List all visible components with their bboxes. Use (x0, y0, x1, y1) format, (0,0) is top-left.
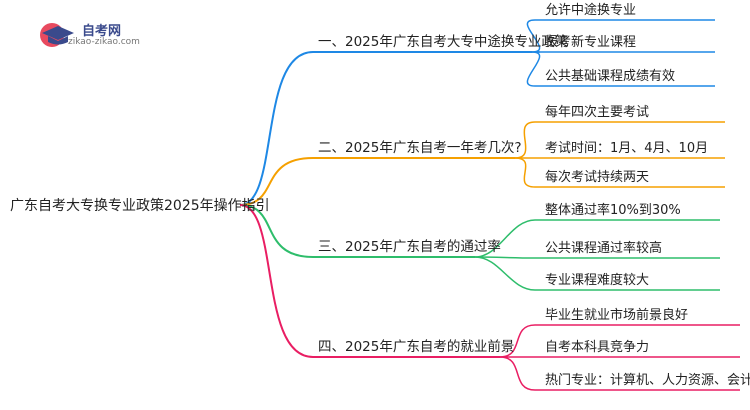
leaf-node: 每次考试持续两天 (545, 169, 649, 185)
leaf-connector (499, 324, 536, 358)
branch-node: 二、2025年广东自考一年考几次? (318, 140, 522, 156)
branch-connector (239, 204, 314, 258)
leaf-node: 热门专业：计算机、人力资源、会计 (545, 373, 750, 388)
leaf-connector (526, 51, 541, 87)
leaf-node: 毕业生就业市场前景良好 (545, 307, 688, 323)
logo-url: zikao-zikao.com (68, 37, 140, 47)
leaf-node: 公共课程通过率较高 (545, 240, 662, 256)
branch-connector (239, 51, 314, 206)
branch-connector (239, 204, 314, 358)
branch-node: 四、2025年广东自考的就业前景 (318, 338, 514, 355)
leaf-connector (514, 157, 536, 188)
site-logo[interactable]: 自考网 zikao-zikao.com (30, 18, 150, 52)
leaf-connector (474, 219, 536, 258)
leaf-node: 整体通过率10%到30% (545, 202, 681, 218)
logo-name: 自考网 (82, 24, 122, 39)
leaf-node: 公共基础课程成绩有效 (545, 69, 675, 84)
leaf-node: 专业课程难度较大 (545, 272, 649, 288)
leaf-node: 自考本科具竞争力 (545, 339, 649, 355)
root-node: 广东自考大专换专业政策2025年操作指引 (10, 197, 270, 214)
branch-node: 三、2025年广东自考的通过率 (318, 238, 501, 255)
leaf-connector (514, 121, 536, 159)
leaf-connector (526, 19, 541, 53)
branch-connector (239, 157, 314, 206)
leaf-connector (499, 356, 536, 391)
leaf-node: 考试时间：1月、4月、10月 (545, 141, 708, 156)
leaf-node: 允许中途换专业 (545, 2, 636, 18)
branch-node: 一、2025年广东自考大专中途换专业政策 (318, 33, 569, 50)
leaf-node: 报考新专业课程 (545, 34, 636, 50)
leaf-node: 每年四次主要考试 (545, 104, 649, 120)
leaf-connector (474, 256, 536, 291)
graduation-cap-icon (40, 23, 74, 47)
